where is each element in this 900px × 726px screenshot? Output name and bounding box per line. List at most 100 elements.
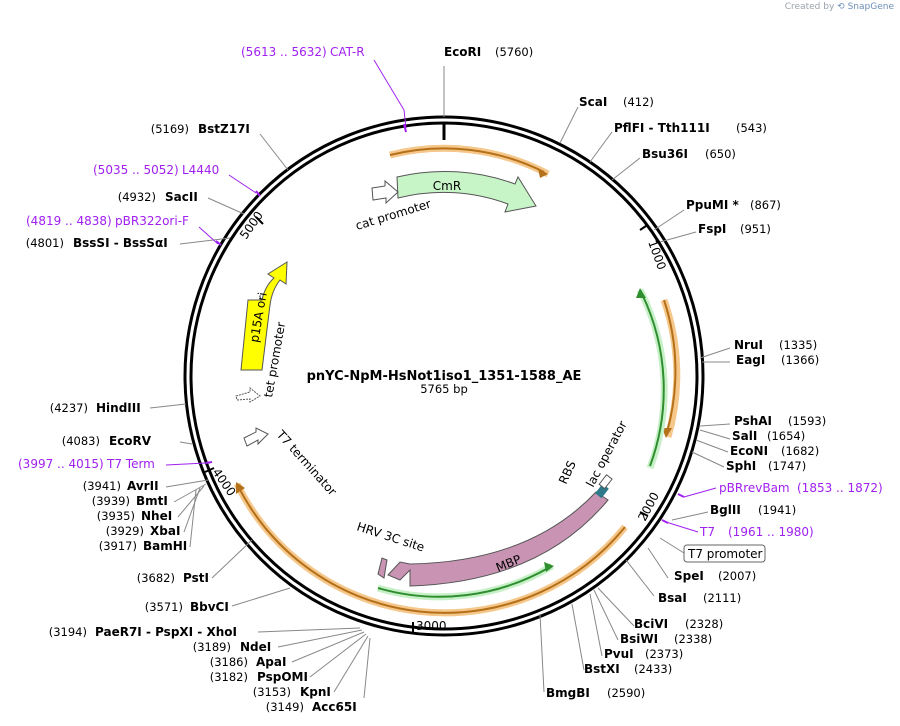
site-bmti: (3939)BmtI (92, 494, 168, 508)
svg-text:Acc65I: Acc65I (312, 700, 357, 714)
svg-text:T7: T7 (699, 525, 715, 539)
site-pshai: PshAI (1593) (734, 414, 826, 428)
svg-text:(3194): (3194) (49, 625, 87, 639)
svg-text:(650): (650) (705, 147, 736, 161)
svg-text:(4801): (4801) (26, 236, 64, 250)
svg-text:SacII: SacII (165, 190, 198, 204)
site-pflfi: PflFI - Tth111I(543) (614, 121, 767, 135)
svg-text:NruI: NruI (734, 338, 763, 352)
site-xhoi: (3194) PaeR7I - PspXI - XhoI (49, 625, 237, 639)
primer-l4440: (5035 .. 5052)L4440 (93, 163, 219, 177)
cat-promoter-arrow (371, 179, 399, 205)
orf-arc-top (389, 144, 550, 178)
t7-terminator-label: T7 terminator (273, 427, 339, 499)
svg-text:(867): (867) (750, 198, 781, 212)
svg-text:(1335): (1335) (779, 338, 817, 352)
tick-2000-mark (639, 511, 649, 517)
site-xbai: (3929)XbaI (106, 524, 181, 538)
svg-text:(3917): (3917) (99, 539, 137, 553)
svg-text:SalI: SalI (732, 429, 757, 443)
site-eagi: EagI(1366) (736, 353, 819, 367)
svg-text:(4083): (4083) (62, 434, 100, 448)
svg-text:HindIII: HindIII (96, 401, 141, 415)
site-ndei: (3189)NdeI (193, 640, 272, 654)
leaders-left (149, 133, 371, 699)
cmr-label: CmR (433, 179, 461, 193)
svg-text:(4932): (4932) (118, 190, 156, 204)
svg-text:BsaI: BsaI (658, 591, 687, 605)
svg-text:(3149): (3149) (266, 700, 304, 714)
svg-text:(2328): (2328) (685, 617, 723, 631)
orf-arc-right-core (663, 299, 677, 433)
svg-text:(2373): (2373) (645, 647, 683, 661)
primer-pbrrevbam: pBRrevBam(1853 .. 1872) (719, 481, 883, 495)
mbp-feature (387, 491, 609, 587)
site-bbvci: (3571)BbvCI (145, 600, 229, 614)
svg-text:(2433): (2433) (634, 662, 672, 676)
svg-text:EcoNI: EcoNI (730, 444, 768, 458)
svg-text:(951): (951) (740, 222, 771, 236)
site-hindiii: (4237)HindIII (50, 401, 141, 415)
primer-mark-cat-r (403, 123, 407, 133)
site-ppumi: PpuMI *(867) (686, 198, 781, 212)
svg-text:BbvCI: BbvCI (190, 600, 229, 614)
svg-text:FspI: FspI (698, 222, 726, 236)
hrv-site-feature (377, 557, 388, 579)
svg-text:pBR322ori-F: pBR322ori-F (115, 214, 189, 228)
svg-text:(3941): (3941) (83, 479, 121, 493)
orf-arc-top-core (389, 147, 545, 173)
plasmid-name: pnYC-NpM-HsNot1iso1_1351-1588_AE (307, 369, 582, 384)
svg-text:pBRrevBam: pBRrevBam (719, 481, 790, 495)
site-bstz17i: (5169)BstZ17I (151, 122, 250, 136)
orf-arc-top-head (538, 168, 548, 178)
site-bstxi: BstXI (2433) (584, 662, 672, 676)
snapgene-logo-icon: ⟲ (837, 2, 845, 12)
site-fspi: FspI (951) (698, 222, 771, 236)
cmr-feature (396, 170, 537, 213)
svg-text:BmgBI: BmgBI (546, 686, 590, 700)
site-ecori: EcoRI(5760) (444, 45, 533, 59)
site-bsai: BsaI (2111) (658, 591, 741, 605)
primer-leaders (165, 59, 717, 533)
snapgene-credit: Created by ⟲ SnapGene (784, 2, 894, 12)
svg-text:BciVI: BciVI (634, 617, 668, 631)
svg-text:(1961 .. 1980): (1961 .. 1980) (728, 525, 814, 539)
svg-text:(4819 .. 4838): (4819 .. 4838) (26, 214, 112, 228)
svg-text:BstXI: BstXI (584, 662, 620, 676)
site-sacii: (4932) SacII (118, 190, 198, 204)
site-pspomi: (3182)PspOMI (210, 670, 308, 684)
site-apai: (3186)ApaI (210, 655, 287, 669)
svg-text:(2590): (2590) (607, 686, 645, 700)
site-acc65i: (3149) Acc65I (266, 700, 357, 714)
p15a-ori-feature (240, 261, 288, 371)
svg-text:(3997 .. 4015): (3997 .. 4015) (18, 457, 104, 471)
svg-text:(3939): (3939) (92, 494, 130, 508)
primer-mark-t7term (205, 461, 213, 464)
svg-text:(5613 .. 5632): (5613 .. 5632) (241, 45, 327, 59)
plasmid-length: 5765 bp (420, 382, 468, 396)
tick-label-2000: 2000 (635, 490, 662, 524)
primer-mark-pbrrevbam (677, 493, 685, 498)
site-bglii: BglII(1941) (710, 503, 796, 517)
site-nrui: NruI (1335) (734, 338, 817, 352)
svg-text:T7 Term: T7 Term (106, 457, 155, 471)
svg-text:(1941): (1941) (758, 503, 796, 517)
svg-text:(2111): (2111) (703, 591, 741, 605)
svg-text:PaeR7I - PspXI - XhoI: PaeR7I - PspXI - XhoI (95, 625, 237, 639)
svg-text:(3935): (3935) (97, 509, 135, 523)
green-orf-bottom-core (377, 566, 551, 598)
site-bcivi: BciVI (2328) (634, 617, 723, 631)
site-pvui: PvuI(2373) (604, 647, 683, 661)
primer-t7: T7 (1961 .. 1980) (699, 525, 814, 539)
svg-text:(5760): (5760) (495, 45, 533, 59)
svg-text:(3929): (3929) (106, 524, 144, 538)
svg-text:(1593): (1593) (788, 414, 826, 428)
t7-promoter-label: T7 promoter (687, 547, 763, 561)
svg-text:SphI: SphI (726, 459, 756, 473)
site-psti: (3682)PstI (137, 571, 209, 585)
svg-text:PshAI: PshAI (734, 414, 772, 428)
svg-text:BstZ17I: BstZ17I (198, 122, 250, 136)
svg-text:PspOMI: PspOMI (257, 670, 308, 684)
primer-cat-r: (5613 .. 5632)CAT-R (241, 45, 365, 59)
